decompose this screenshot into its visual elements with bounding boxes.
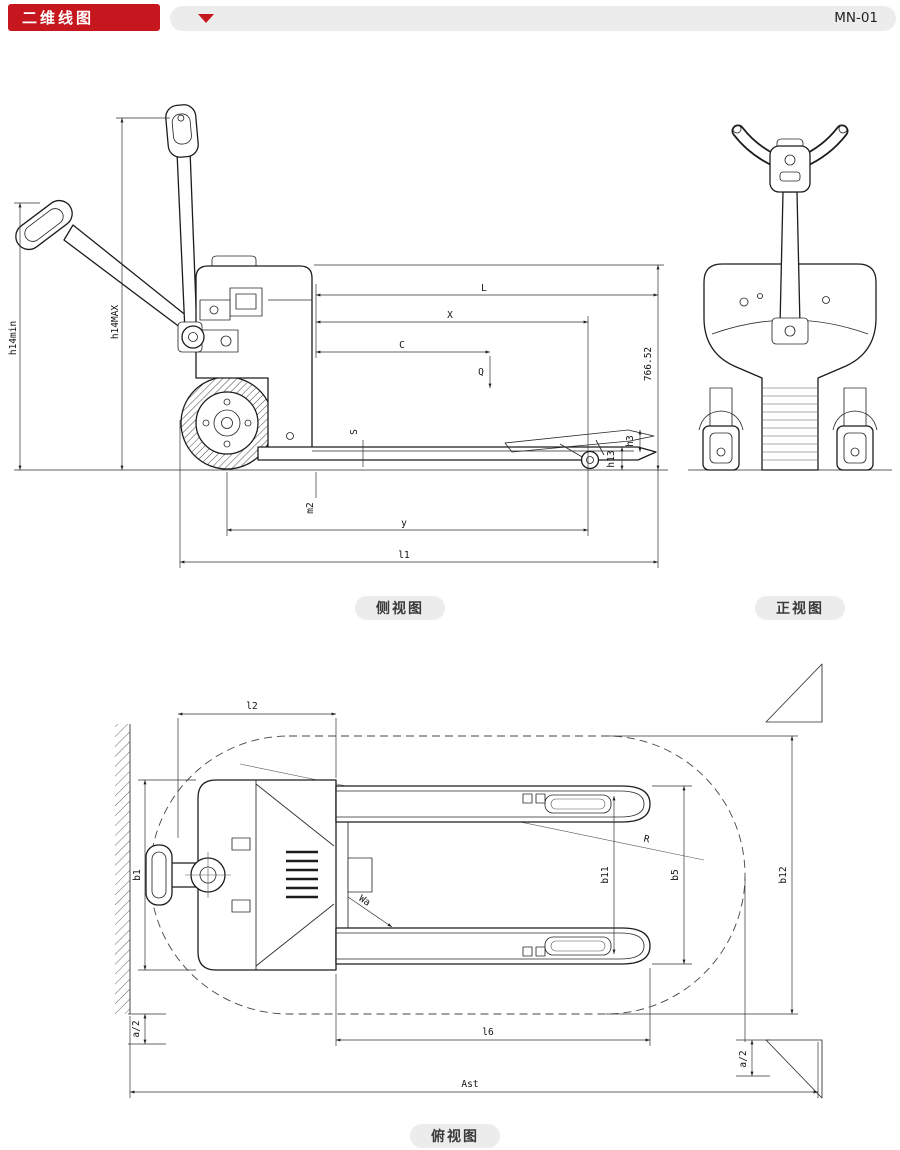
dim-label-l1: l1 xyxy=(398,550,410,561)
dim-label-h13: h13 xyxy=(606,450,617,467)
caption-side-view-label: 侧视图 xyxy=(376,601,424,617)
front-view-drawing xyxy=(688,124,892,471)
dim-label-Wa: Wa xyxy=(357,893,373,908)
dim-label-Ast: Ast xyxy=(461,1079,478,1090)
dim-label-a2-left: a/2 xyxy=(131,1020,142,1037)
chevron-down-icon xyxy=(198,14,214,23)
dim-label-C: C xyxy=(399,340,405,351)
dim-label-h3: h3 xyxy=(625,435,636,446)
dim-label-L: L xyxy=(481,283,487,294)
datum-triangle-top xyxy=(765,663,823,723)
caption-front-view-label: 正视图 xyxy=(776,601,824,617)
dim-label-m2: m2 xyxy=(305,502,316,513)
top-view-drawing: R xyxy=(115,663,823,1099)
dim-label-X: X xyxy=(447,310,453,321)
dim-label-y: y xyxy=(401,518,407,529)
dim-label-766: 766.52 xyxy=(643,347,654,381)
datum-triangle-bottom xyxy=(765,1039,823,1099)
dim-label-Q: Q xyxy=(478,367,484,378)
dim-label-b5: b5 xyxy=(670,869,681,880)
side-view-drawing: h14min h14MAX 766.52 L X C Q S h3 h13 xyxy=(8,104,668,568)
doc-code: MN-01 xyxy=(834,10,878,26)
caption-front-view: 正视图 xyxy=(755,596,845,620)
dim-label-h14min: h14min xyxy=(8,321,19,355)
page-title-label: 二维线图 xyxy=(22,9,95,27)
dim-label-h14max: h14MAX xyxy=(110,305,121,340)
dim-label-a2-right: a/2 xyxy=(738,1050,749,1067)
dim-label-b1: b1 xyxy=(132,869,143,881)
dim-label-R: R xyxy=(643,834,651,846)
caption-top-view: 俯视图 xyxy=(410,1124,500,1148)
page-title: 二维线图 xyxy=(8,4,160,31)
dim-label-l2: l2 xyxy=(246,701,257,712)
dim-label-S: S xyxy=(349,429,360,435)
header-banner-strip xyxy=(170,6,896,31)
caption-side-view: 侧视图 xyxy=(355,596,445,620)
dim-label-b12: b12 xyxy=(778,866,789,883)
dim-label-b11: b11 xyxy=(600,866,611,883)
caption-top-view-label: 俯视图 xyxy=(431,1129,479,1145)
dim-label-l6: l6 xyxy=(482,1027,494,1038)
